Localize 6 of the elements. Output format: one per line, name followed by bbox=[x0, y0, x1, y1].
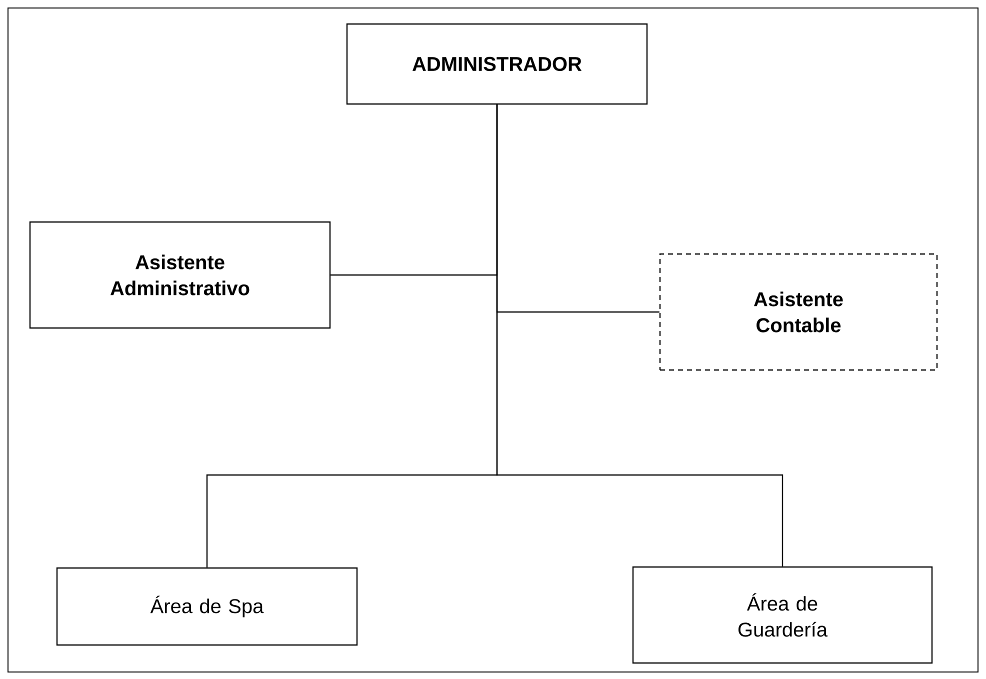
org-box: Área de Spa bbox=[56, 567, 358, 646]
connector-line bbox=[496, 104, 784, 566]
org-box: Área de Guardería bbox=[632, 566, 933, 664]
org-box: ADMINISTRADOR bbox=[346, 23, 648, 105]
org-dashed-box: Asistente Contable bbox=[659, 253, 938, 371]
org-box: Asistente Administrativo bbox=[29, 221, 331, 329]
